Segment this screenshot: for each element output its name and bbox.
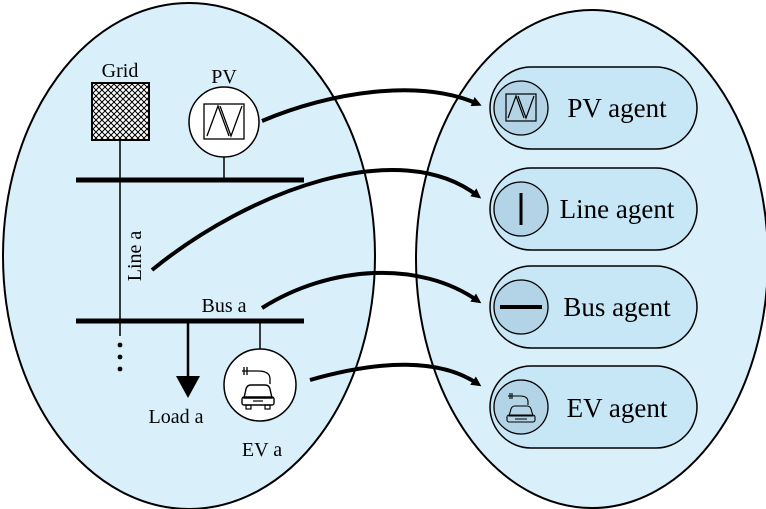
grid-icon [91, 82, 150, 141]
line-agent-box: Line agent [489, 167, 698, 251]
physical-system-ellipse [2, 2, 376, 509]
pv-mapping-arrow [261, 88, 482, 123]
bus-agent-box: Bus agent [489, 265, 698, 349]
load-a-label: Load a [149, 406, 204, 428]
line-agent-label: Line agent [560, 194, 675, 224]
ev-agent-box: EV agent [489, 365, 698, 449]
ev-agent-label: EV agent [567, 393, 668, 423]
bus-agent-icon [493, 279, 549, 335]
line-mapping-arrow [150, 167, 482, 272]
bus-mapping-arrow [260, 270, 482, 310]
pv-label: PV [211, 66, 237, 88]
line-agent-icon [493, 181, 549, 237]
pv-agent-label: PV agent [567, 93, 667, 123]
pv-icon [188, 86, 260, 158]
continuation-dots [117, 342, 123, 372]
ev-a-label: EV a [242, 439, 282, 461]
ev-mapping-arrow [309, 362, 482, 387]
load-arrow-icon [176, 321, 200, 398]
ev-agent-icon [493, 379, 549, 435]
bus-agent-label: Bus agent [563, 292, 671, 322]
pv-agent-icon [493, 80, 549, 136]
ev-icon [223, 348, 297, 422]
bus-a-label: Bus a [202, 295, 247, 317]
pv-agent-box: PV agent [489, 66, 698, 150]
line-a-label: Line a [124, 231, 146, 282]
grid-label: Grid [102, 60, 139, 82]
